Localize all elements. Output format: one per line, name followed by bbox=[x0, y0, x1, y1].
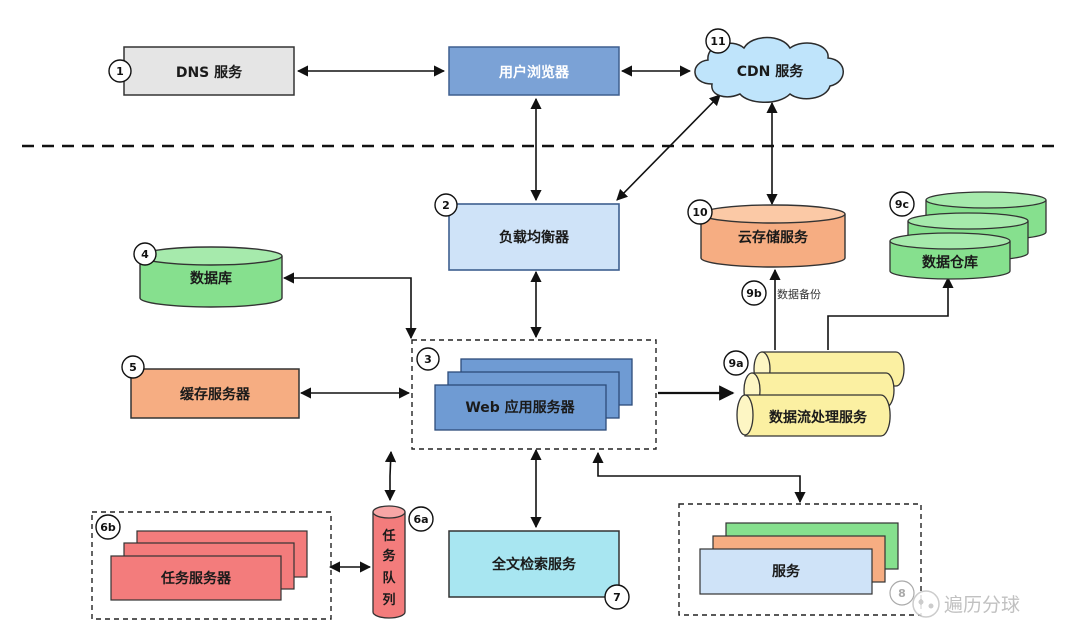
edge-cdn-lb bbox=[616, 94, 721, 201]
backup-edge-label: 数据备份 bbox=[777, 287, 821, 301]
badge-5: 5 bbox=[121, 355, 145, 379]
svg-text:3: 3 bbox=[424, 353, 432, 366]
svg-text:6b: 6b bbox=[100, 521, 116, 534]
edge-web-services bbox=[592, 451, 806, 504]
task-server-label: 任务服务器 bbox=[160, 570, 232, 587]
services-label: 服务 bbox=[772, 563, 801, 580]
dns-service-label: DNS 服务 bbox=[176, 64, 243, 81]
svg-text:9c: 9c bbox=[895, 198, 909, 211]
task-queue-char-2: 务 bbox=[382, 548, 396, 564]
cache-server-label: 缓存服务器 bbox=[180, 386, 251, 403]
cdn-service-label: CDN 服务 bbox=[737, 63, 804, 80]
watermark: 遍历分球 bbox=[912, 590, 1020, 618]
cloud-storage-node: 云存储服务 bbox=[700, 204, 846, 268]
svg-text:6a: 6a bbox=[413, 513, 428, 526]
badge-9c: 9c bbox=[889, 191, 915, 217]
badge-6a: 6a bbox=[408, 506, 434, 532]
data-warehouse-node: 数据仓库 bbox=[889, 191, 1047, 280]
stream-processing-label: 数据流处理服务 bbox=[769, 409, 868, 426]
badge-9a: 9a bbox=[723, 350, 749, 376]
svg-text:9b: 9b bbox=[746, 287, 762, 300]
fulltext-search-node: 全文检索服务 bbox=[448, 530, 620, 598]
svg-text:8: 8 bbox=[898, 587, 906, 600]
svg-text:10: 10 bbox=[692, 206, 708, 219]
cloud-storage-label: 云存储服务 bbox=[738, 229, 809, 246]
svg-text:4: 4 bbox=[141, 248, 149, 261]
badge-10: 10 bbox=[687, 199, 713, 225]
svg-text:5: 5 bbox=[129, 361, 137, 374]
cdn-service-node: CDN 服务 bbox=[694, 36, 844, 103]
task-queue-char-4: 列 bbox=[382, 592, 395, 608]
user-browser-label: 用户浏览器 bbox=[499, 64, 570, 81]
svg-text:11: 11 bbox=[710, 35, 725, 48]
user-browser-node: 用户浏览器 bbox=[448, 46, 620, 96]
web-server-label: Web 应用服务器 bbox=[465, 399, 575, 416]
database-node: 数据库 bbox=[139, 246, 283, 308]
badge-7: 7 bbox=[604, 584, 630, 610]
task-queue-node: 任 务 队 列 bbox=[372, 505, 406, 619]
svg-text:2: 2 bbox=[442, 199, 450, 212]
task-queue-char-1: 任 bbox=[381, 528, 395, 544]
badge-1: 1 bbox=[108, 59, 132, 83]
svg-text:1: 1 bbox=[116, 65, 124, 78]
badge-6b: 6b bbox=[95, 514, 121, 540]
badge-3: 3 bbox=[416, 347, 440, 371]
badge-11: 11 bbox=[705, 28, 731, 54]
watermark-text: 遍历分球 bbox=[944, 594, 1020, 616]
stream-processing-node: 数据流处理服务 bbox=[736, 351, 905, 437]
svg-text:7: 7 bbox=[613, 591, 621, 604]
services-cluster: 服务 bbox=[678, 503, 922, 616]
web-server-cluster: Web 应用服务器 bbox=[411, 339, 657, 450]
task-queue-char-3: 队 bbox=[382, 571, 396, 586]
load-balancer-node: 负载均衡器 bbox=[448, 203, 620, 271]
edge-web-queue bbox=[384, 450, 397, 502]
load-balancer-label: 负载均衡器 bbox=[499, 229, 570, 246]
fulltext-search-label: 全文检索服务 bbox=[491, 556, 577, 573]
badge-9b: 9b bbox=[741, 280, 767, 306]
data-warehouse-label: 数据仓库 bbox=[922, 254, 978, 271]
badge-2: 2 bbox=[434, 193, 458, 217]
edge-db-web bbox=[282, 272, 417, 340]
database-label: 数据库 bbox=[190, 270, 232, 287]
cache-server-node: 缓存服务器 bbox=[130, 368, 300, 419]
task-server-cluster: 任务服务器 bbox=[91, 511, 332, 620]
svg-text:9a: 9a bbox=[728, 357, 743, 370]
badge-4: 4 bbox=[133, 242, 157, 266]
dns-service-node: DNS 服务 bbox=[123, 46, 295, 96]
badge-8: 8 bbox=[889, 580, 915, 606]
edge-stream-warehouse bbox=[827, 276, 954, 350]
